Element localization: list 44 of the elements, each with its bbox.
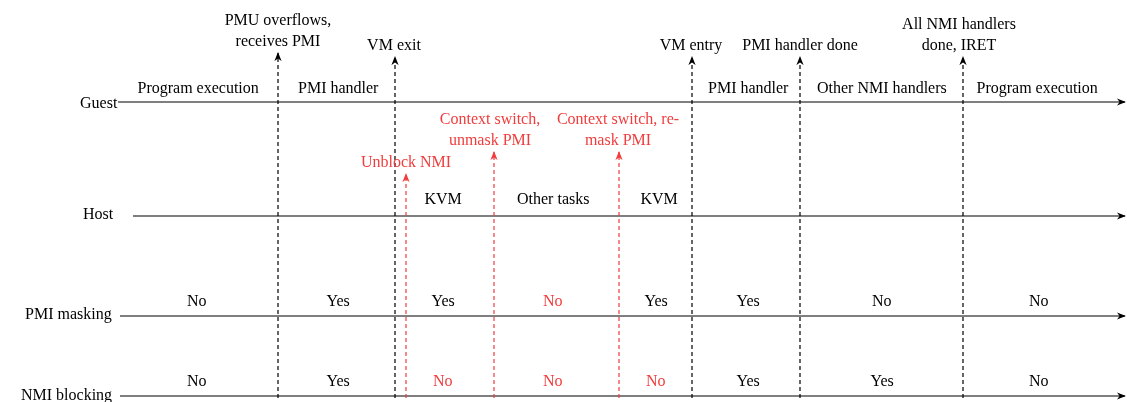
- phase-label: PMI handler: [298, 77, 379, 98]
- state-value: No: [433, 370, 453, 391]
- phase-label: PMI handler: [708, 77, 789, 98]
- row-label: PMI masking: [25, 303, 112, 324]
- dashed-arrow: [274, 52, 282, 399]
- phase-label: Program execution: [137, 77, 259, 98]
- event-label: Context switch, unmask PMI: [425, 108, 555, 150]
- state-value: No: [646, 370, 666, 391]
- phase-label: Other NMI handlers: [817, 77, 947, 98]
- event-label: PMI handler done: [730, 34, 870, 55]
- state-value: Yes: [326, 370, 350, 391]
- phase-label: KVM: [640, 188, 678, 209]
- dashed-arrow: [402, 173, 410, 399]
- event-label: All NMI handlers done, IRET: [889, 13, 1029, 55]
- dashed-arrow: [959, 56, 967, 399]
- dashed-arrow: [391, 56, 399, 399]
- state-value: No: [1029, 370, 1049, 391]
- event-label: Unblock NMI: [351, 151, 461, 172]
- state-value: Yes: [644, 290, 668, 311]
- row-label: Host: [83, 203, 114, 224]
- dashed-arrow: [688, 56, 696, 399]
- dashed-arrow: [615, 151, 623, 399]
- row-label: Guest: [80, 92, 118, 113]
- dashed-arrow: [796, 56, 804, 399]
- phase-label: KVM: [424, 188, 462, 209]
- state-value: Yes: [326, 290, 350, 311]
- state-value: No: [187, 370, 207, 391]
- state-value: No: [1029, 290, 1049, 311]
- state-value: Yes: [736, 370, 760, 391]
- event-label: Context switch, re-mask PMI: [553, 108, 683, 150]
- state-value: No: [872, 290, 892, 311]
- event-label: VM entry: [651, 34, 731, 55]
- state-value: No: [187, 290, 207, 311]
- row-label: NMI blocking: [21, 384, 113, 402]
- dashed-arrow: [490, 151, 498, 399]
- state-value: Yes: [431, 290, 455, 311]
- phase-label: Program execution: [976, 77, 1098, 98]
- phase-label: Other tasks: [517, 188, 590, 209]
- state-value: No: [543, 370, 563, 391]
- event-label: VM exit: [359, 34, 429, 55]
- state-value: No: [543, 290, 563, 311]
- state-value: Yes: [870, 370, 894, 391]
- event-label: PMU overflows, receives PMI: [208, 9, 348, 51]
- state-value: Yes: [736, 290, 760, 311]
